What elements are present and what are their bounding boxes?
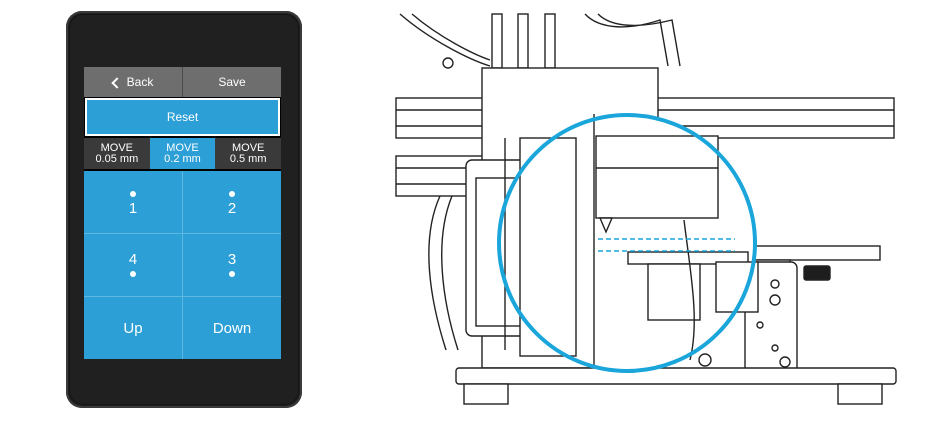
- point-dot-icon: [229, 190, 235, 197]
- cable-line: [399, 13, 491, 67]
- leveling-knob: [803, 265, 831, 281]
- cable-line: [597, 13, 681, 67]
- down-button[interactable]: Down: [183, 297, 281, 359]
- zoom-circle: [497, 113, 757, 373]
- bolt-icon: [779, 356, 791, 368]
- save-button[interactable]: Save: [183, 67, 281, 97]
- bolt-icon: [770, 279, 780, 289]
- point-2-label: 2: [227, 199, 237, 217]
- bolt-icon: [771, 344, 779, 352]
- cable-line: [441, 195, 459, 351]
- touch-screen: Back Save Reset MOVE 0.05 mm MOVE 0.2 mm…: [84, 67, 281, 359]
- bolt-icon: [756, 321, 764, 329]
- move-option-0-05mm[interactable]: MOVE 0.05 mm: [84, 138, 150, 169]
- move-option-value: 0.05 mm: [95, 152, 139, 165]
- point-4-button[interactable]: 4: [84, 234, 182, 296]
- move-option-title: MOVE: [231, 141, 265, 154]
- cable-line: [428, 195, 447, 351]
- detail-panel: [519, 137, 577, 357]
- save-label: Save: [218, 75, 246, 89]
- tablet-bezel: [69, 14, 299, 405]
- printer-illustration: [395, 13, 897, 405]
- top-bar: Back Save: [84, 67, 281, 97]
- chevron-left-icon: [110, 76, 123, 89]
- rail: [544, 13, 556, 69]
- point-dot-icon: [229, 270, 235, 277]
- move-option-0-2mm[interactable]: MOVE 0.2 mm: [149, 138, 216, 169]
- move-option-value: 0.5 mm: [229, 152, 267, 165]
- up-button[interactable]: Up: [84, 297, 182, 359]
- detail-cable: [683, 219, 695, 361]
- back-button[interactable]: Back: [84, 67, 183, 97]
- move-option-title: MOVE: [166, 141, 199, 154]
- move-option-title: MOVE: [100, 141, 134, 154]
- nozzle-icon: [598, 217, 614, 234]
- bolt-icon: [769, 294, 781, 306]
- cable-line: [584, 13, 669, 67]
- calibration-grid: 1 2 4 3 Up Down: [84, 171, 281, 359]
- screw-icon: [442, 57, 454, 69]
- down-label: Down: [212, 319, 252, 337]
- point-4-label: 4: [128, 250, 138, 268]
- point-3-button[interactable]: 3: [183, 234, 281, 296]
- point-3-label: 3: [227, 250, 237, 268]
- rail: [517, 13, 529, 69]
- bolt-icon: [698, 353, 712, 367]
- foot: [463, 383, 509, 405]
- move-option-0-5mm[interactable]: MOVE 0.5 mm: [215, 138, 281, 169]
- point-dot-icon: [130, 270, 136, 277]
- point-1-label: 1: [128, 199, 138, 217]
- up-label: Up: [123, 319, 143, 337]
- point-2-button[interactable]: 2: [183, 171, 281, 233]
- base-frame: [455, 367, 897, 385]
- point-dot-icon: [130, 190, 136, 197]
- back-label: Back: [126, 75, 154, 89]
- rail: [491, 13, 503, 69]
- zoom-detail: [504, 114, 759, 365]
- move-option-value: 0.2 mm: [164, 152, 201, 165]
- cable-line: [411, 13, 491, 61]
- reset-button[interactable]: Reset: [85, 98, 280, 136]
- move-step-selector: MOVE 0.05 mm MOVE 0.2 mm MOVE 0.5 mm: [84, 138, 281, 169]
- detail-hotend: [595, 135, 719, 219]
- point-1-button[interactable]: 1: [84, 171, 182, 233]
- foot: [837, 383, 883, 405]
